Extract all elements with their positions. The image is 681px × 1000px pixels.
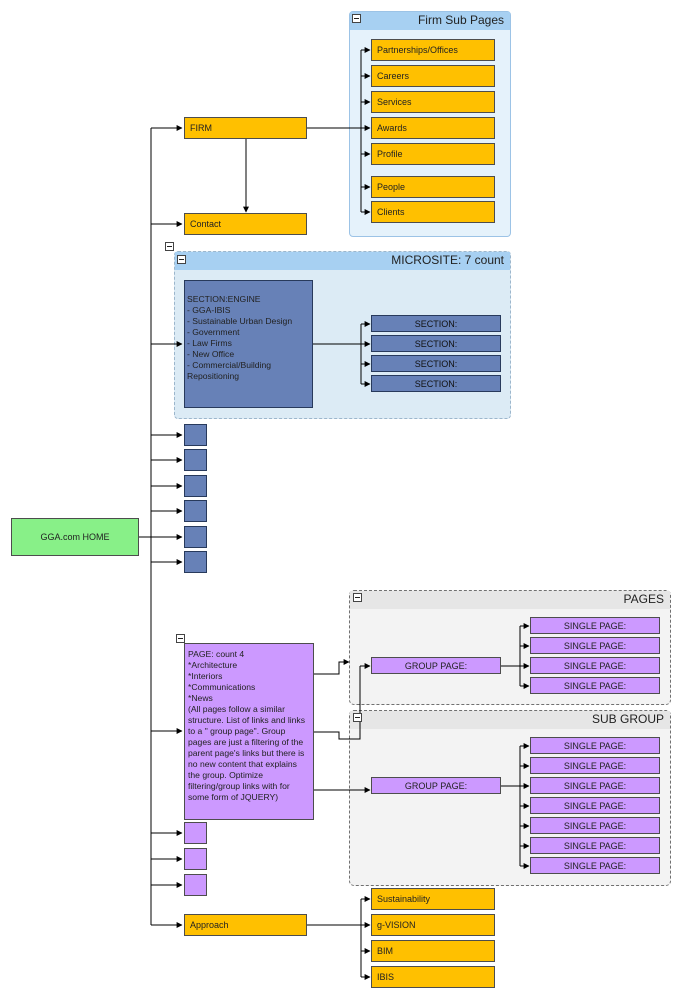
single-page-label: SINGLE PAGE: bbox=[563, 740, 627, 751]
contact-node[interactable]: Contact bbox=[184, 213, 307, 235]
single-page-label: SINGLE PAGE: bbox=[563, 860, 627, 871]
collapse-toggle-outer-microsite[interactable] bbox=[165, 242, 174, 251]
single-page-node[interactable]: SINGLE PAGE: bbox=[530, 757, 660, 774]
single-page-label: SINGLE PAGE: bbox=[563, 780, 627, 791]
microsite-placeholder-node[interactable] bbox=[184, 500, 207, 522]
section-engine-text: SECTION:ENGINE - GGA-IBIS - Sustainable … bbox=[187, 294, 293, 381]
single-page-label: SINGLE PAGE: bbox=[563, 760, 627, 771]
collapse-toggle-page-note[interactable] bbox=[176, 634, 185, 643]
firm-label: FIRM bbox=[190, 123, 212, 133]
firm-sub-page-label: Awards bbox=[377, 123, 407, 133]
firm-sub-page-label: People bbox=[377, 182, 406, 192]
firm-sub-page-label: Careers bbox=[377, 71, 410, 81]
microsite-placeholder-node[interactable] bbox=[184, 551, 207, 573]
approach-item[interactable]: BIM bbox=[371, 940, 495, 962]
approach-item[interactable]: Sustainability bbox=[371, 888, 495, 910]
section-engine-node[interactable]: SECTION:ENGINE - GGA-IBIS - Sustainable … bbox=[184, 280, 313, 408]
microsite-placeholder-node[interactable] bbox=[184, 526, 207, 548]
group-page-label: GROUP PAGE: bbox=[404, 780, 468, 791]
pages-header: PAGES bbox=[350, 591, 670, 609]
section-label: SECTION: bbox=[414, 318, 458, 329]
page-note-node[interactable]: PAGE: count 4 *Architecture *Interiors *… bbox=[184, 643, 314, 820]
single-page-label: SINGLE PAGE: bbox=[563, 620, 627, 631]
single-page-label: SINGLE PAGE: bbox=[563, 840, 627, 851]
firm-sub-pages-header: Firm Sub Pages bbox=[350, 12, 510, 30]
page-placeholder-node[interactable] bbox=[184, 848, 207, 870]
pages-title: PAGES bbox=[623, 592, 664, 606]
page-note-text: PAGE: count 4 *Architecture *Interiors *… bbox=[188, 649, 306, 802]
firm-node[interactable]: FIRM bbox=[184, 117, 307, 139]
home-label: GGA.com HOME bbox=[40, 532, 110, 542]
firm-sub-page-item[interactable]: Clients bbox=[371, 201, 495, 223]
approach-item-label: g-VISION bbox=[377, 920, 416, 930]
firm-sub-page-item[interactable]: Profile bbox=[371, 143, 495, 165]
single-page-node[interactable]: SINGLE PAGE: bbox=[530, 837, 660, 854]
section-node[interactable]: SECTION: bbox=[371, 315, 501, 332]
approach-item[interactable]: IBIS bbox=[371, 966, 495, 988]
microsite-placeholder-node[interactable] bbox=[184, 424, 207, 446]
microsite-placeholder-node[interactable] bbox=[184, 475, 207, 497]
firm-sub-page-item[interactable]: Awards bbox=[371, 117, 495, 139]
firm-sub-page-label: Partnerships/Offices bbox=[377, 45, 458, 55]
group-page-label: GROUP PAGE: bbox=[404, 660, 468, 671]
firm-sub-page-label: Profile bbox=[377, 149, 403, 159]
collapse-toggle-microsite[interactable] bbox=[177, 255, 186, 264]
section-node[interactable]: SECTION: bbox=[371, 335, 501, 352]
approach-node[interactable]: Approach bbox=[184, 914, 307, 936]
approach-item-label: Sustainability bbox=[377, 894, 431, 904]
single-page-label: SINGLE PAGE: bbox=[563, 800, 627, 811]
firm-sub-page-item[interactable]: Careers bbox=[371, 65, 495, 87]
firm-sub-page-label: Services bbox=[377, 97, 412, 107]
single-page-label: SINGLE PAGE: bbox=[563, 660, 627, 671]
approach-item[interactable]: g-VISION bbox=[371, 914, 495, 936]
single-page-node[interactable]: SINGLE PAGE: bbox=[530, 797, 660, 814]
page-placeholder-node[interactable] bbox=[184, 874, 207, 896]
firm-sub-page-item[interactable]: People bbox=[371, 176, 495, 198]
microsite-header: MICROSITE: 7 count bbox=[175, 252, 510, 270]
single-page-label: SINGLE PAGE: bbox=[563, 820, 627, 831]
single-page-node[interactable]: SINGLE PAGE: bbox=[530, 617, 660, 634]
single-page-label: SINGLE PAGE: bbox=[563, 640, 627, 651]
firm-sub-page-item[interactable]: Partnerships/Offices bbox=[371, 39, 495, 61]
single-page-node[interactable]: SINGLE PAGE: bbox=[530, 657, 660, 674]
firm-sub-pages-title: Firm Sub Pages bbox=[417, 13, 504, 27]
section-label: SECTION: bbox=[414, 338, 458, 349]
sub-group-title: SUB GROUP bbox=[591, 712, 664, 726]
group-page-node[interactable]: GROUP PAGE: bbox=[371, 657, 501, 674]
single-page-node[interactable]: SINGLE PAGE: bbox=[530, 777, 660, 794]
approach-item-label: BIM bbox=[377, 946, 394, 956]
collapse-toggle-sub-group[interactable] bbox=[353, 713, 362, 722]
section-label: SECTION: bbox=[414, 378, 458, 389]
single-page-label: SINGLE PAGE: bbox=[563, 680, 627, 691]
page-placeholder-node[interactable] bbox=[184, 822, 207, 844]
single-page-node[interactable]: SINGLE PAGE: bbox=[530, 737, 660, 754]
collapse-toggle-firm-sub-pages[interactable] bbox=[352, 14, 361, 23]
firm-sub-page-label: Clients bbox=[377, 207, 405, 217]
approach-item-label: IBIS bbox=[377, 972, 395, 982]
firm-sub-page-item[interactable]: Services bbox=[371, 91, 495, 113]
home-node[interactable]: GGA.com HOME bbox=[11, 518, 139, 556]
microsite-placeholder-node[interactable] bbox=[184, 449, 207, 471]
single-page-node[interactable]: SINGLE PAGE: bbox=[530, 637, 660, 654]
single-page-node[interactable]: SINGLE PAGE: bbox=[530, 677, 660, 694]
single-page-node[interactable]: SINGLE PAGE: bbox=[530, 857, 660, 874]
section-node[interactable]: SECTION: bbox=[371, 355, 501, 372]
sub-group-header: SUB GROUP bbox=[350, 711, 670, 729]
group-page-node[interactable]: GROUP PAGE: bbox=[371, 777, 501, 794]
microsite-title: MICROSITE: 7 count bbox=[391, 253, 504, 267]
contact-label: Contact bbox=[190, 219, 222, 229]
section-label: SECTION: bbox=[414, 358, 458, 369]
section-node[interactable]: SECTION: bbox=[371, 375, 501, 392]
single-page-node[interactable]: SINGLE PAGE: bbox=[530, 817, 660, 834]
approach-label: Approach bbox=[190, 920, 229, 930]
collapse-toggle-pages[interactable] bbox=[353, 593, 362, 602]
